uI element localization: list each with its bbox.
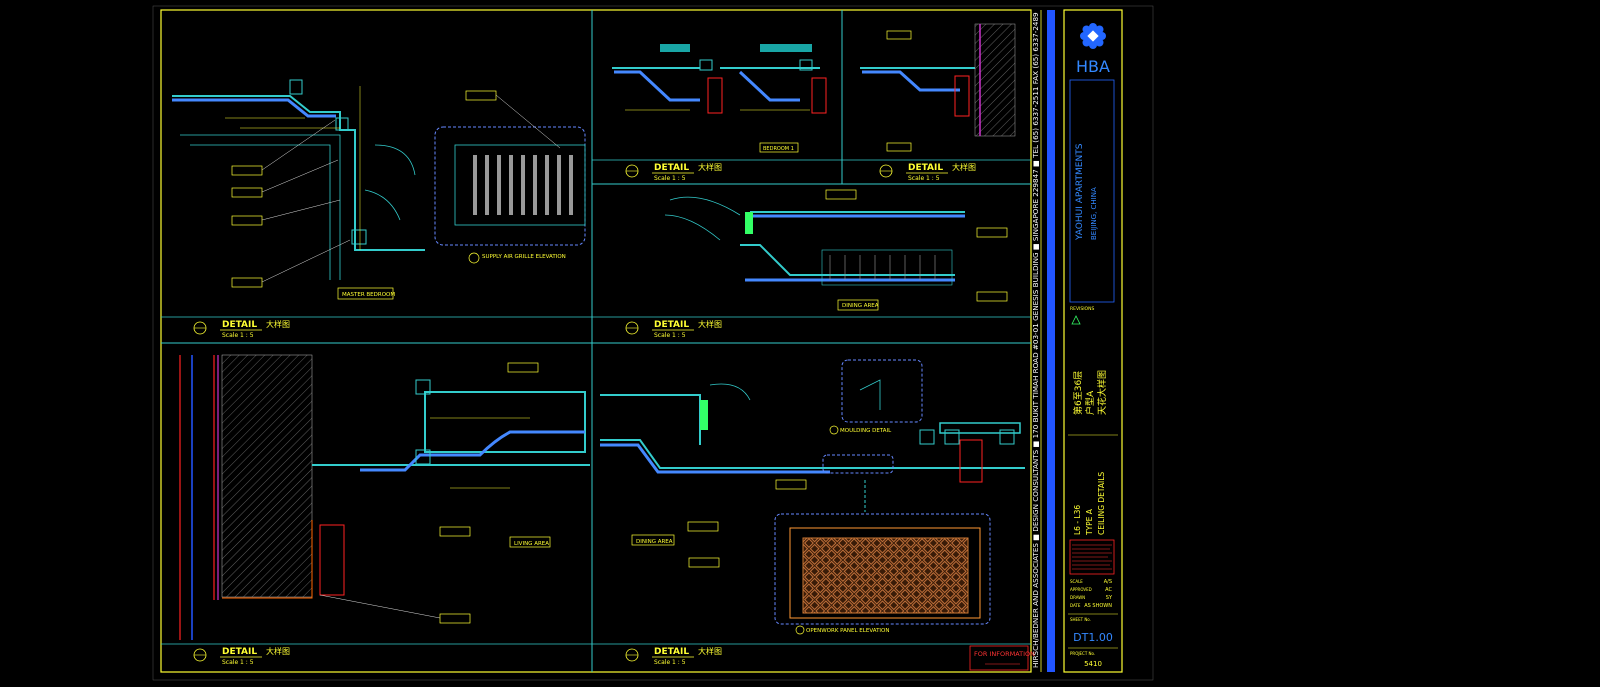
detail-cn: 大样图: [698, 162, 722, 172]
project-location: BEIJING, CHINA: [1090, 187, 1098, 240]
title-field: APPROVED AC: [1070, 587, 1113, 593]
detail-cn: 大样图: [952, 162, 976, 172]
field-value: AS SHOWN: [1084, 603, 1112, 609]
field-label: SCALE: [1070, 579, 1083, 584]
panel-dining-area-section: DINING AREA: [664, 189, 1008, 311]
title-field: DRAWN SY: [1070, 595, 1113, 601]
title-block: HBA YAOHUI APARTMENTS BEIJING, CHINA REV…: [1063, 9, 1123, 673]
detail-cn: 大样图: [266, 319, 290, 329]
for-information-text: FOR INFORMATION: [974, 650, 1035, 658]
project-name: YAOHUI APARTMENTS: [1075, 143, 1085, 241]
sheet-no-label: SHEET No.: [1070, 617, 1091, 622]
floors-text: L6 - L36: [1073, 505, 1082, 535]
detail-scale: Scale 1 : 5: [222, 332, 254, 339]
detail-word: DETAIL: [222, 647, 257, 657]
detail-word: DETAIL: [654, 163, 689, 173]
detail-bar: DETAIL 大样图 Scale 1 : 5: [625, 319, 722, 339]
panel-bedroom-section-right: [860, 23, 1016, 152]
field-label: DATE: [1070, 603, 1081, 608]
revision-triangle-icon: [1071, 315, 1081, 325]
stamp-box: [1069, 539, 1115, 575]
field-value: SY: [1106, 595, 1113, 601]
detail-bar: DETAIL 大样图 Scale 1 : 5: [193, 319, 290, 339]
room-label-dining-area-bottom: DINING AREA: [636, 539, 673, 545]
room-label-master-bedroom: MASTER BEDROOM: [342, 292, 395, 298]
type-text: TYPE A: [1085, 508, 1094, 536]
sheet-number: DT1.00: [1073, 631, 1113, 644]
detail-bar: DETAIL 大样图 Scale 1 : 5: [193, 646, 290, 666]
detail-scale: Scale 1 : 5: [654, 332, 686, 339]
supply-air-grille-label: SUPPLY AIR GRILLE ELEVATION: [482, 254, 566, 260]
detail-scale: Scale 1 : 5: [654, 659, 686, 666]
panel-dividers: [161, 10, 1031, 672]
revisions-label: REVISIONS: [1070, 306, 1094, 312]
openwork-panel-label: OPENWORK PANEL ELEVATION: [806, 628, 890, 634]
project-number: 5410: [1084, 660, 1102, 668]
detail-scale: Scale 1 : 5: [654, 175, 686, 182]
panel-dining-moulding-section: DINING AREA MOULDING DETAIL OPENWORK PAN…: [600, 359, 1025, 635]
detail-bar: DETAIL 大样图 Scale 1 : 5: [879, 162, 976, 182]
hba-logo: [1080, 23, 1106, 49]
detail-word: DETAIL: [222, 320, 257, 330]
field-value: AC: [1105, 587, 1112, 593]
detail-scale: Scale 1 : 5: [908, 175, 940, 182]
detail-word: DETAIL: [908, 163, 943, 173]
detail-cn: 大样图: [698, 646, 722, 656]
room-label-living-area: LIVING AREA: [514, 541, 549, 547]
detail-cn: 大样图: [698, 319, 722, 329]
logo-text: HBA: [1076, 57, 1110, 76]
firm-address-text: HIRSCH/BEDNER AND ASSOCIATES ■ DESIGN CO…: [1031, 12, 1040, 668]
detail-scale: Scale 1 : 5: [222, 659, 254, 666]
detail-cn: 大样图: [266, 646, 290, 656]
panel-bedroom-section-left: BEDROOM 1: [612, 44, 827, 153]
title-field: SCALE A/S: [1070, 579, 1112, 585]
for-information-stamp: FOR INFORMATION: [969, 645, 1035, 671]
type-cn: 户型A: [1084, 390, 1096, 415]
firm-strip: [1047, 10, 1055, 672]
title-field: DATE AS SHOWN: [1070, 603, 1112, 609]
project-no-label: PROJECT No.: [1070, 651, 1095, 656]
moulding-detail-label: MOULDING DETAIL: [840, 428, 892, 434]
detail-bar: DETAIL 大样图 Scale 1 : 5: [625, 162, 722, 182]
drawing-title: CEILING DETAILS: [1097, 472, 1106, 535]
panel-living-area-section: LIVING AREA: [179, 354, 590, 640]
detail-word: DETAIL: [654, 647, 689, 657]
field-label: APPROVED: [1070, 587, 1092, 592]
detail-bar: DETAIL 大样图 Scale 1 : 5: [625, 646, 722, 666]
room-label-dining-area-top: DINING AREA: [842, 303, 879, 309]
field-value: A/S: [1104, 579, 1112, 585]
detail-word: DETAIL: [654, 320, 689, 330]
panel-master-bedroom-section: SUPPLY AIR GRILLE ELEVATION MASTER BEDRO…: [172, 79, 586, 300]
drawing-cn: 天花大样图: [1096, 370, 1108, 415]
sheet-border: [152, 5, 1154, 681]
room-label-bedroom: BEDROOM 1: [763, 146, 794, 152]
sheet-frame: [160, 9, 1032, 673]
field-label: DRAWN: [1070, 595, 1085, 600]
floor-cn: 第6至36层: [1072, 371, 1084, 415]
